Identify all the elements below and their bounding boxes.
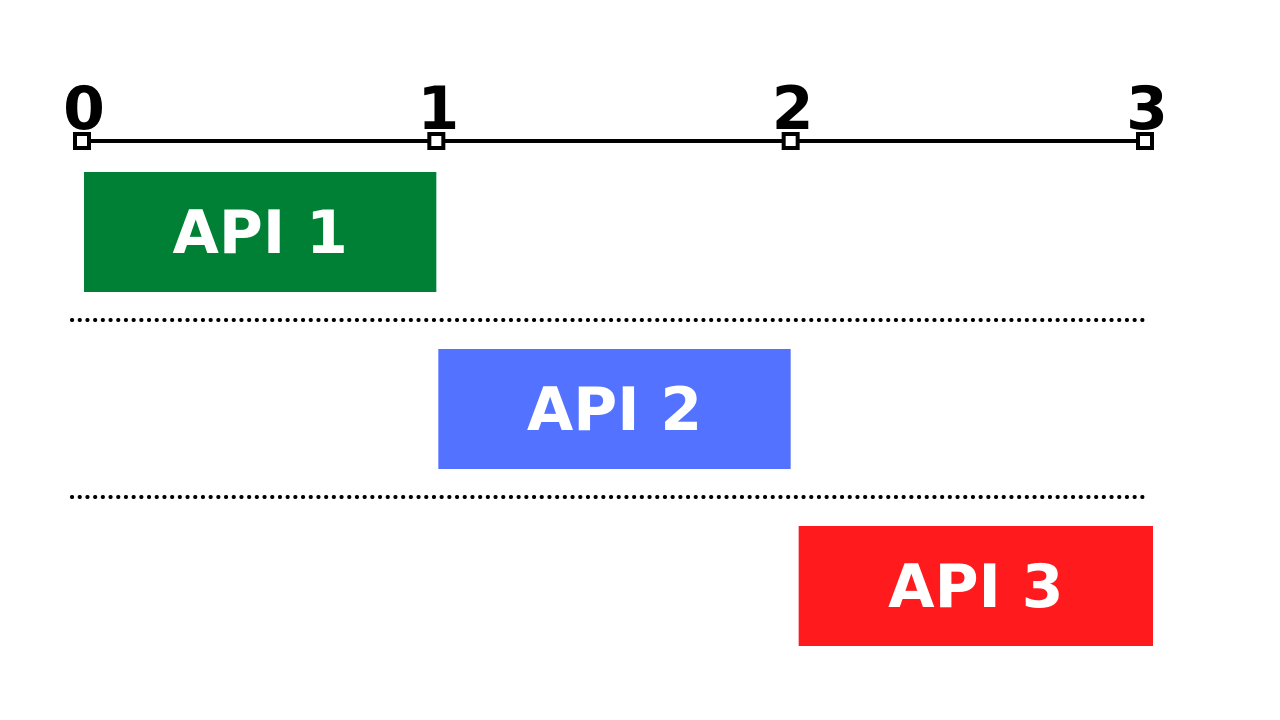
row-separators — [70, 318, 1150, 499]
task-bar-1 — [84, 172, 437, 292]
task-bar-label-1: API 1 — [172, 198, 347, 268]
task-bar-label-2: API 2 — [527, 375, 702, 445]
task-bars: API 1 API 2 API 3 — [84, 172, 1153, 646]
tick-marker-0 — [73, 132, 91, 150]
tick-marker-3 — [1136, 132, 1154, 150]
task-bar-label-3: API 3 — [888, 552, 1063, 622]
task-bar-2 — [438, 349, 791, 469]
tick-marker-2 — [781, 132, 800, 150]
tick-marker-1 — [427, 132, 446, 150]
task-bar-3 — [798, 526, 1153, 646]
